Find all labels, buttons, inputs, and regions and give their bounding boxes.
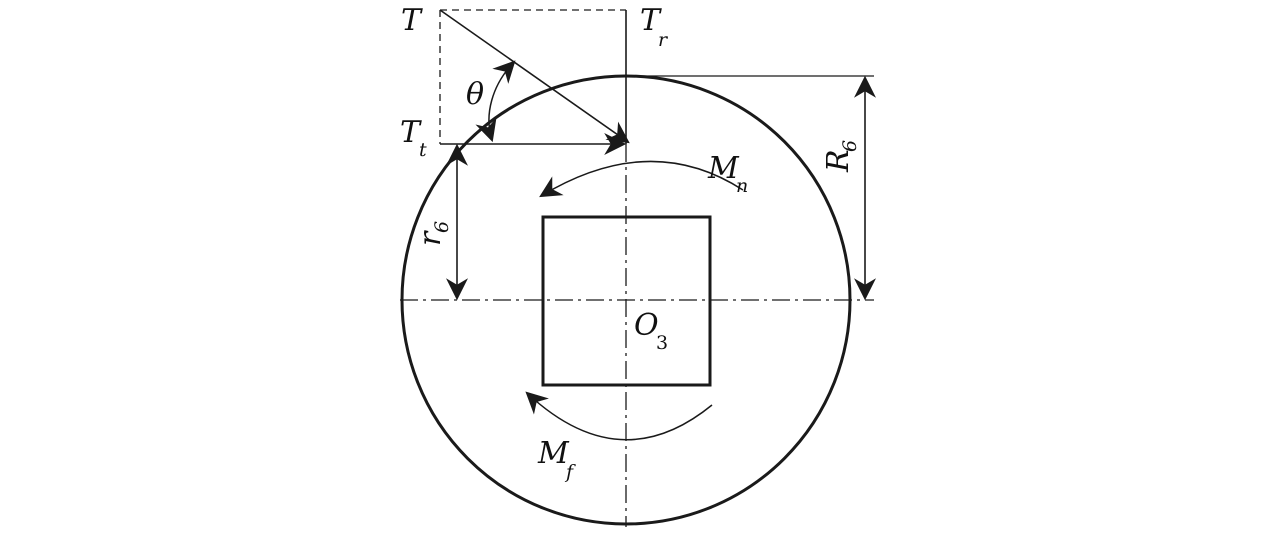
label-r6-outer: R 6 bbox=[821, 140, 861, 173]
label-mn: M n bbox=[707, 151, 748, 197]
mn-moment-arc bbox=[539, 160, 744, 198]
svg-text:R: R bbox=[821, 149, 856, 173]
svg-text:r: r bbox=[658, 29, 669, 51]
label-t: T bbox=[401, 3, 423, 38]
theta-angle-arc bbox=[475, 60, 516, 143]
svg-text:M: M bbox=[537, 436, 570, 471]
svg-text:n: n bbox=[736, 175, 748, 197]
label-theta: θ bbox=[466, 77, 484, 112]
svg-text:T: T bbox=[400, 115, 422, 150]
svg-text:6: 6 bbox=[839, 140, 861, 152]
svg-text:f: f bbox=[564, 461, 576, 483]
svg-text:O: O bbox=[634, 308, 659, 343]
svg-text:3: 3 bbox=[656, 332, 668, 354]
svg-text:6: 6 bbox=[431, 221, 453, 233]
resultant-force-arrow bbox=[439, 9, 630, 144]
svg-text:M: M bbox=[707, 151, 740, 186]
svg-text:r: r bbox=[413, 230, 448, 246]
label-tt: T t bbox=[400, 115, 427, 161]
svg-text:T: T bbox=[640, 3, 662, 38]
mf-moment-arc bbox=[525, 391, 713, 441]
label-o3: O 3 bbox=[634, 308, 668, 354]
square-hub bbox=[541, 215, 712, 387]
label-r6-inner: r 6 bbox=[413, 221, 453, 246]
label-mf: M f bbox=[537, 436, 576, 483]
label-tr: T r bbox=[640, 3, 669, 51]
svg-text:t: t bbox=[419, 139, 427, 161]
